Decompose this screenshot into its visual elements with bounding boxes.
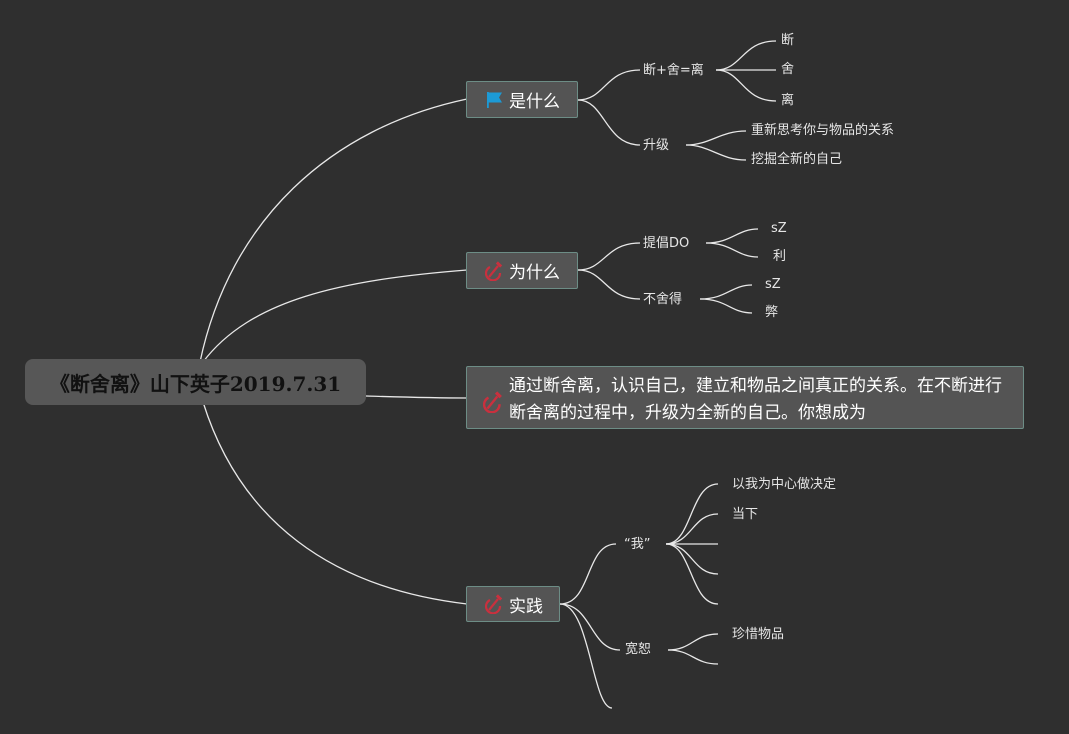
subtopic-reluctant[interactable]: 不舍得: [643, 292, 683, 307]
leaf-sz-1[interactable]: sZ: [771, 221, 787, 236]
leaf-she[interactable]: 舍: [781, 62, 795, 77]
summary-note-text: 通过断舍离，认识自己，建立和物品之间真正的关系。在不断进行断舍离的过程中，升级为…: [509, 376, 1002, 423]
blue-flag-icon: [485, 90, 505, 110]
leaf-drawback[interactable]: 弊: [765, 305, 779, 320]
leaf-li[interactable]: 离: [781, 93, 795, 108]
subtopic-advocate-do[interactable]: 提倡DO: [643, 236, 690, 251]
leaf-rethink-relationship[interactable]: 重新思考你与物品的关系: [751, 123, 895, 138]
subtopic-me[interactable]: “我”: [624, 537, 651, 552]
leaf-present-moment[interactable]: 当下: [732, 507, 759, 522]
subtopic-forgive[interactable]: 宽恕: [625, 642, 652, 657]
leaf-self-centered-decision[interactable]: 以我为中心做决定: [732, 477, 837, 492]
leaf-benefit[interactable]: 利: [773, 249, 787, 264]
hammer-sickle-icon: [484, 594, 505, 615]
subtopic-duan-she-li[interactable]: 断+舍=离: [643, 63, 704, 78]
topic-why[interactable]: 为什么: [466, 252, 578, 289]
leaf-duan[interactable]: 断: [781, 33, 795, 48]
hammer-sickle-icon: [482, 391, 505, 414]
subtopic-upgrade[interactable]: 升级: [643, 138, 670, 153]
leaf-discover-new-self[interactable]: 挖掘全新的自己: [751, 152, 843, 167]
leaf-cherish-items[interactable]: 珍惜物品: [732, 627, 785, 642]
root-topic[interactable]: 《断舍离》山下英子2019.7.31: [25, 359, 366, 405]
hammer-sickle-icon: [484, 260, 505, 281]
topic-why-label: 为什么: [509, 263, 560, 283]
topic-practice-label: 实践: [509, 596, 543, 617]
topic-what-label: 是什么: [509, 92, 560, 112]
root-title: 《断舍离》山下英子2019.7.31: [49, 371, 342, 396]
topic-practice[interactable]: 实践: [466, 586, 560, 622]
leaf-sz-2[interactable]: sZ: [765, 277, 781, 292]
topic-what[interactable]: 是什么: [466, 81, 578, 118]
topic-summary-note[interactable]: 通过断舍离，认识自己，建立和物品之间真正的关系。在不断进行断舍离的过程中，升级为…: [466, 366, 1024, 429]
